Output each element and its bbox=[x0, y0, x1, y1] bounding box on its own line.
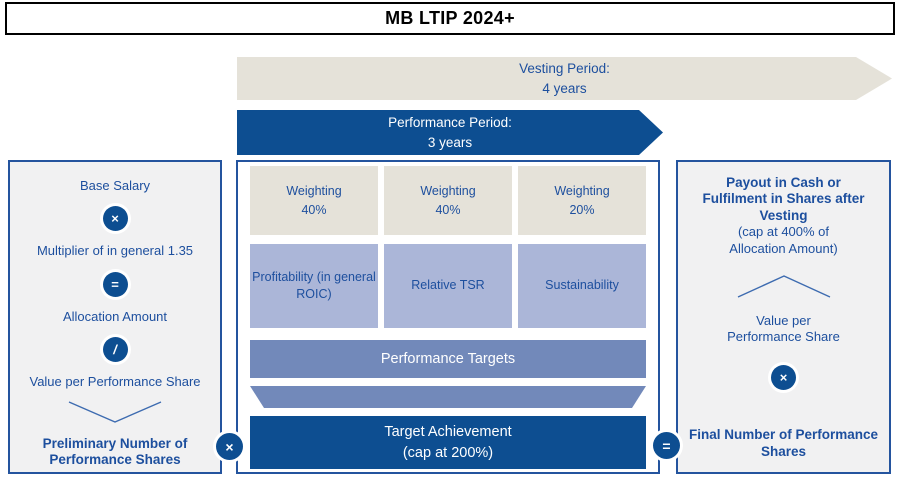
payout-panel: Payout in Cash or Fulfilment in Shares a… bbox=[676, 160, 891, 474]
value-per-share-label: Value per Performance Share bbox=[29, 373, 201, 389]
metric-box-relative-tsr: Relative TSR bbox=[384, 244, 512, 328]
payout-title-label: Payout in Cash or Fulfilment in Shares a… bbox=[702, 175, 865, 223]
chevron-up-icon bbox=[736, 273, 832, 299]
multiply-icon: × bbox=[102, 206, 128, 232]
divide-icon: / bbox=[102, 336, 128, 362]
multiply-icon: × bbox=[771, 365, 796, 391]
weighting-box: Weighting 40% bbox=[250, 166, 378, 235]
multiplier-label: Multiplier of in general 1.35 bbox=[36, 243, 194, 259]
title-bar: MB LTIP 2024+ bbox=[5, 2, 895, 35]
performance-period-label: Performance Period: 3 years bbox=[388, 114, 512, 150]
preliminary-shares-label: Preliminary Number of Performance Shares bbox=[42, 436, 188, 468]
base-salary-label: Base Salary bbox=[79, 178, 151, 193]
funnel-shape bbox=[250, 386, 646, 408]
vesting-period-arrow: Vesting Period: 4 years bbox=[237, 57, 892, 100]
allocation-amount-label: Allocation Amount bbox=[62, 308, 168, 324]
equals-icon: = bbox=[102, 271, 128, 297]
equals-icon: = bbox=[653, 432, 680, 459]
weighting-box: Weighting 40% bbox=[384, 166, 512, 235]
allocation-formula-panel: Base Salary × Multiplier of in general 1… bbox=[8, 160, 222, 474]
metric-box-sustainability: Sustainability bbox=[518, 244, 646, 328]
weighting-row: Weighting 40% Weighting 40% Weighting 20… bbox=[250, 166, 646, 235]
performance-targets-bar: Performance Targets bbox=[250, 340, 646, 378]
metric-row: Profitability (in general ROIC) Relative… bbox=[250, 244, 646, 328]
page-title: MB LTIP 2024+ bbox=[385, 8, 515, 28]
final-shares-label: Final Number of Performance Shares bbox=[688, 427, 879, 459]
vesting-period-label: Vesting Period: 4 years bbox=[519, 60, 610, 96]
kpi-panel: Weighting 40% Weighting 40% Weighting 20… bbox=[236, 160, 660, 474]
multiply-icon: × bbox=[216, 433, 243, 460]
metric-box-profitability: Profitability (in general ROIC) bbox=[250, 244, 378, 328]
performance-period-arrow: Performance Period: 3 years bbox=[237, 110, 663, 155]
target-achievement-box: Target Achievement (cap at 200%) bbox=[250, 416, 646, 469]
payout-cap-label: (cap at 400% of Allocation Amount) bbox=[729, 224, 838, 256]
weighting-box: Weighting 20% bbox=[518, 166, 646, 235]
chevron-down-icon bbox=[67, 400, 163, 424]
value-per-share-label: Value per Performance Share bbox=[727, 312, 840, 345]
